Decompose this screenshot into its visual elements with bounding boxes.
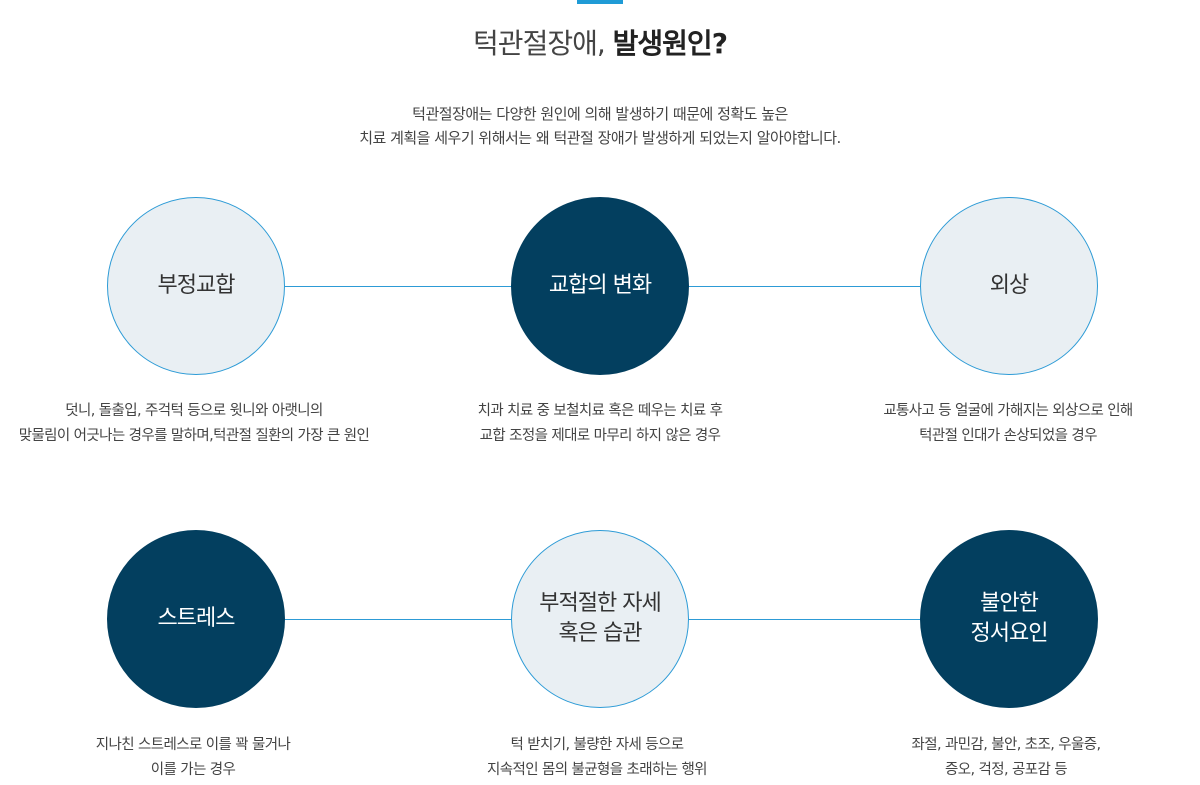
intro-text: 턱관절장애는 다양한 원인에 의해 발생하기 때문에 정확도 높은 치료 계획을… [0,102,1200,150]
cause-circle-stress: 스트레스 [107,530,285,708]
cause-label: 교합의 변화 [548,273,652,298]
cause-circle-emotional-factors: 불안한 정서요인 [920,530,1098,708]
page-title: 턱관절장애, 발생원인? [0,22,1200,62]
cause-description-posture-habit: 턱 받치기, 불량한 자세 등으로 지속적인 몸의 불균형을 초래하는 행위 [487,737,707,778]
cause-label: 외상 [989,273,1029,298]
cause-label: 부적절한 자세 혹은 습관 [539,591,661,646]
cause-label: 스트레스 [157,606,236,631]
cause-label: 불안한 정서요인 [970,591,1049,646]
intro-line-1: 턱관절장애는 다양한 원인에 의해 발생하기 때문에 정확도 높은 [412,105,788,123]
cause-circle-occlusion-change: 교합의 변화 [511,197,689,375]
title-accent-bar [577,0,623,4]
cause-description-stress: 지나친 스트레스로 이를 꽉 물거나 이를 가는 경우 [95,737,291,778]
cause-description-occlusion-change: 치과 치료 중 보철치료 혹은 떼우는 치료 후 교합 조정을 제대로 마무리 … [477,403,723,444]
title-bold: 발생원인? [612,27,728,60]
title-normal: 턱관절장애, [473,27,606,60]
cause-description-malocclusion: 덧니, 돌출입, 주걱턱 등으로 윗니와 아랫니의 맞물림이 어긋나는 경우를 … [18,403,370,444]
cause-description-trauma: 교통사고 등 얼굴에 가해지는 외상으로 인해 턱관절 인대가 손상되었을 경우 [883,403,1133,444]
cause-label: 부정교합 [157,273,236,298]
intro-line-2: 치료 계획을 세우기 위해서는 왜 턱관절 장애가 발생하게 되었는지 알아야합… [359,129,841,147]
cause-circle-malocclusion: 부정교합 [107,197,285,375]
cause-circle-trauma: 외상 [920,197,1098,375]
cause-description-emotional-factors: 좌절, 과민감, 불안, 초조, 우울증, 증오, 걱정, 공포감 등 [911,737,1102,778]
cause-circle-posture-habit: 부적절한 자세 혹은 습관 [511,530,689,708]
